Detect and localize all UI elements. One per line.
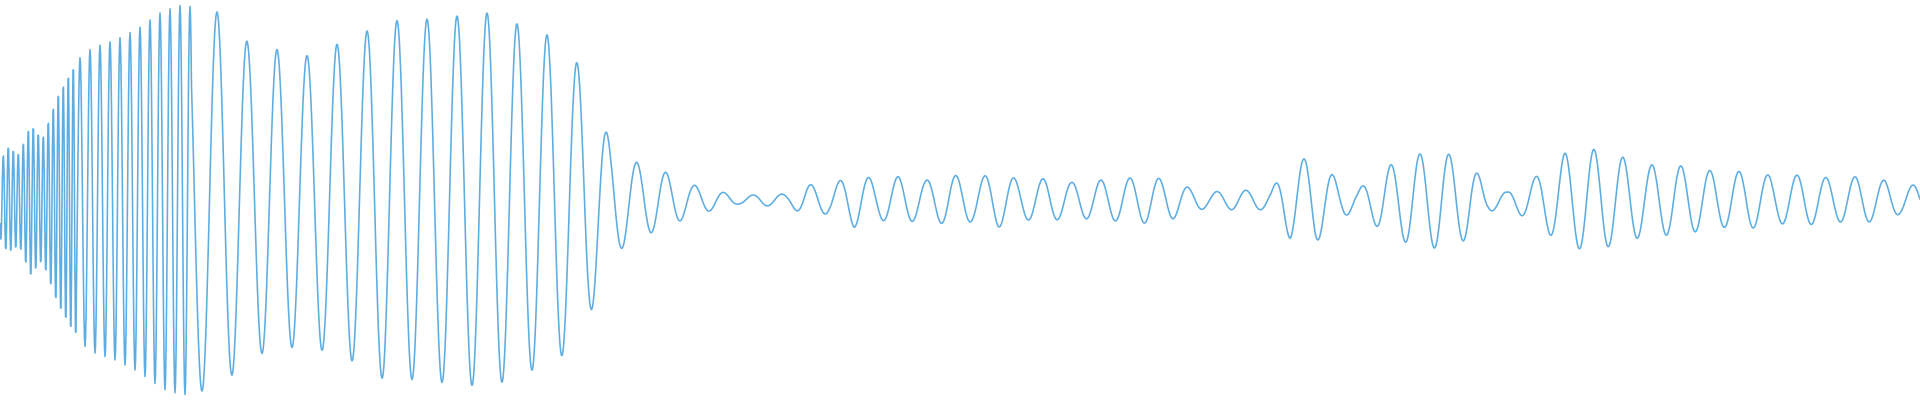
waveform-signal-path [0,4,1920,396]
